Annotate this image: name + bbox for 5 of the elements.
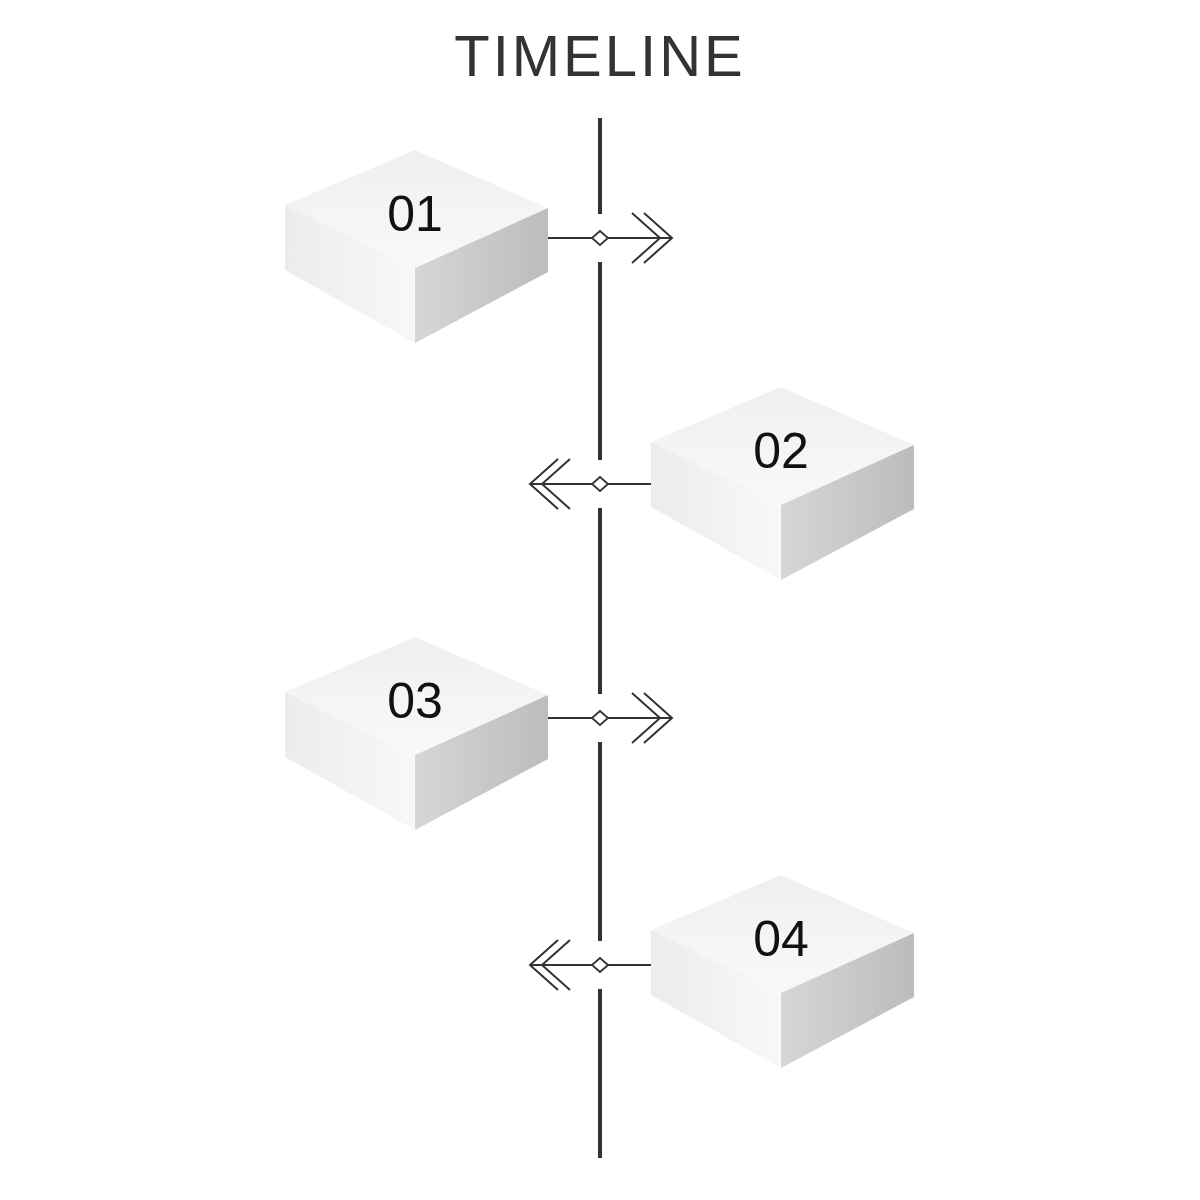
step-number: 01 bbox=[387, 186, 443, 242]
title: TIMELINE bbox=[454, 22, 746, 89]
step-number: 04 bbox=[753, 911, 809, 967]
step-number: 02 bbox=[753, 423, 809, 479]
step-number: 03 bbox=[387, 673, 443, 729]
